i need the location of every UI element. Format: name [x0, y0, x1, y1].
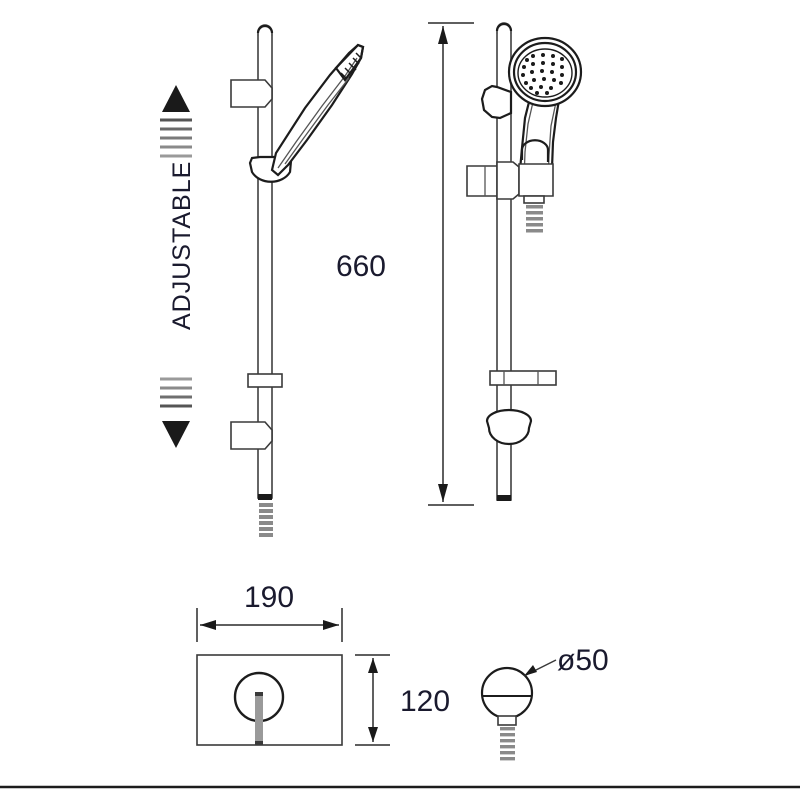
front-hose — [523, 195, 545, 233]
dim-120-label: 120 — [400, 685, 450, 718]
front-rail-end-cap — [497, 495, 511, 501]
hatch-lines-bottom — [160, 377, 192, 408]
dim-50-label: ø50 — [557, 644, 609, 677]
front-soap-dish — [485, 408, 533, 446]
side-handset — [270, 43, 365, 177]
dim-120-arrow-top — [368, 658, 378, 673]
front-lower-bracket-bar — [489, 370, 557, 386]
side-elevation-shower-rail — [230, 24, 365, 537]
dim-190-label: 190 — [244, 581, 294, 614]
dim-190-arrow-right — [323, 620, 339, 630]
down-arrow-icon — [162, 421, 190, 448]
wall-outlet-elbow-detail: ø50 — [480, 644, 609, 761]
side-rail-end-cap — [258, 494, 272, 500]
side-spray-face — [340, 52, 362, 80]
dim-120-arrow-bottom — [368, 727, 378, 742]
hatch-lines-top — [160, 118, 192, 158]
side-lower-wall-bracket — [230, 421, 273, 450]
mixer-backplate-front-view — [196, 654, 343, 746]
front-elevation-shower-rail — [466, 22, 583, 501]
side-lower-collar — [247, 373, 283, 388]
dim-660-arrow-top — [438, 26, 448, 44]
up-arrow-icon — [162, 85, 190, 112]
front-shower-head — [507, 36, 583, 108]
dim-660-label: 660 — [336, 250, 386, 283]
wall-outlet-hose — [500, 727, 515, 761]
dim-660-arrow-bottom — [438, 484, 448, 502]
front-slider-bracket — [466, 139, 554, 200]
dim-120-vertical: 120 — [355, 654, 450, 746]
adjustable-range-indicator: ADJUSTABLE — [160, 85, 196, 448]
side-upper-wall-bracket — [230, 79, 273, 108]
mixer-lever-handle[interactable] — [255, 692, 263, 745]
front-upper-holder — [480, 84, 513, 120]
dim-50-leader-arrow — [524, 665, 537, 676]
dim-190-arrow-left — [200, 620, 216, 630]
dim-660-vertical: 660 — [336, 22, 474, 506]
wall-outlet-connector — [497, 715, 517, 726]
dim-190-horizontal: 190 — [196, 581, 343, 642]
side-hose — [259, 503, 273, 537]
front-spray-nozzles — [521, 53, 564, 95]
adjustable-label: ADJUSTABLE — [168, 161, 196, 330]
